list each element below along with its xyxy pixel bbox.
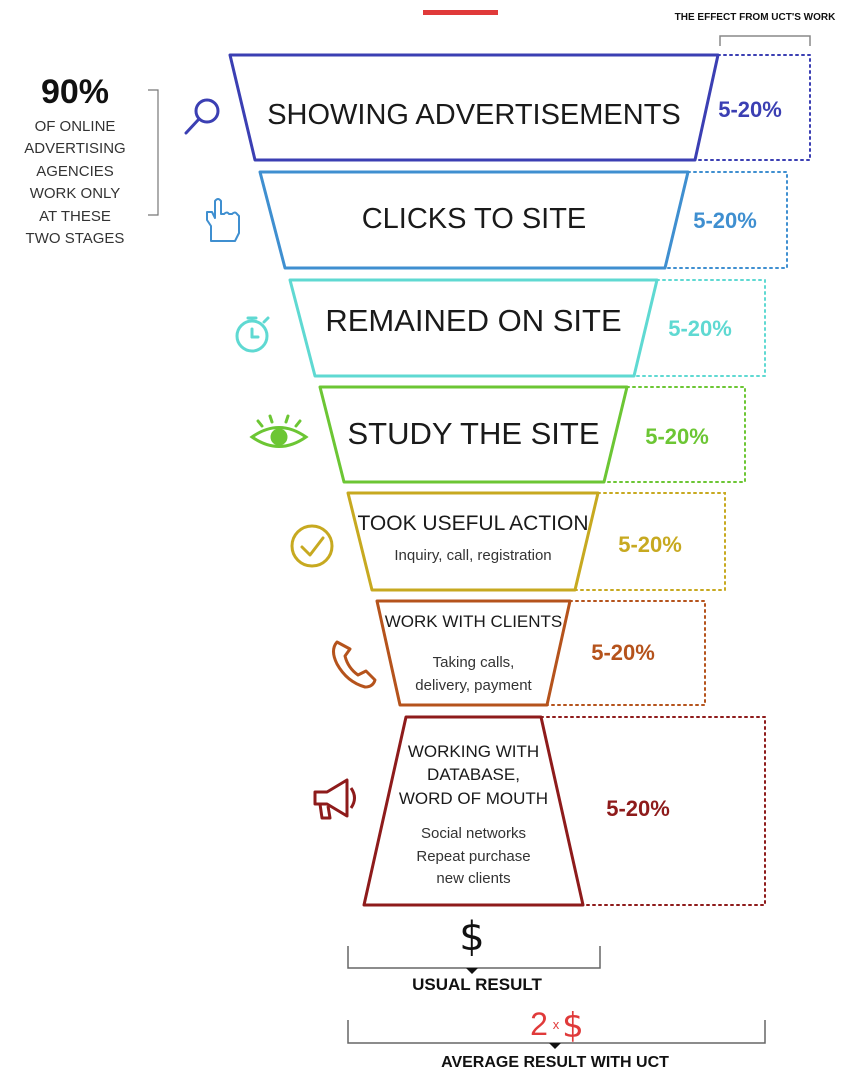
effect-dotted-bracket <box>540 716 766 906</box>
side-note-bracket <box>148 89 159 216</box>
usual-result-symbol: $ <box>459 914 484 960</box>
funnel-stage: REMAINED ON SITE 5-20% <box>288 278 766 378</box>
stage-title: WORK WITH CLIENTS <box>385 612 563 631</box>
effect-dotted-bracket <box>633 279 766 377</box>
stage-title: WORKING WITH <box>408 742 539 761</box>
side-note: 90% OF ONLINE ADVERTISING AGENCIES WORK … <box>24 73 159 247</box>
eye-icon <box>249 414 309 448</box>
top-accent-bar <box>423 10 498 15</box>
uct-result-multiplier: 2 <box>530 1006 548 1042</box>
megaphone-icon <box>313 778 356 820</box>
funnel-stage: CLICKS TO SITE 5-20% <box>258 170 788 270</box>
stage-title: REMAINED ON SITE <box>325 303 621 338</box>
usual-result-label: USUAL RESULT <box>412 975 542 994</box>
uct-result-label: AVERAGE RESULT WITH UCT <box>441 1054 669 1071</box>
stage-effect-percent: 5-20% <box>668 316 732 341</box>
funnel-stage: WORK WITH CLIENTS Taking calls, delivery, … <box>375 599 706 707</box>
side-note-percent: 90% <box>41 73 109 111</box>
effect-dotted-bracket <box>694 54 811 161</box>
stage-title: STUDY THE SITE <box>347 416 599 451</box>
magnifier-icon <box>184 98 220 135</box>
stopwatch-icon <box>235 316 270 353</box>
side-note-line: OF ONLINE <box>35 118 116 135</box>
stage-subtitle: delivery, payment <box>415 677 532 694</box>
stage-subtitle: Taking calls, <box>433 654 515 671</box>
effect-dotted-bracket <box>546 600 706 706</box>
funnel-stage-shape <box>258 170 690 270</box>
stage-subtitle: Inquiry, call, registration <box>394 547 551 564</box>
effect-header-bracket <box>719 35 811 46</box>
side-note-line: TWO STAGES <box>26 230 125 247</box>
funnel-stage: TOOK USEFUL ACTION Inquiry, call, registr… <box>346 491 726 592</box>
uct-result-x: x <box>553 1017 560 1032</box>
stage-effect-percent: 5-20% <box>693 208 757 233</box>
stage-title: TOOK USEFUL ACTION <box>357 512 588 535</box>
funnel-stage: SHOWING ADVERTISEMENTS 5-20% <box>228 53 811 162</box>
funnel-stage: STUDY THE SITE 5-20% <box>318 385 746 484</box>
stage-title: CLICKS TO SITE <box>362 203 587 235</box>
stage-title: WORD OF MOUTH <box>399 789 548 808</box>
check-circle-icon <box>290 524 334 568</box>
pointer-hand-icon <box>206 198 240 242</box>
effect-dotted-bracket <box>574 492 726 591</box>
stage-subtitle: Repeat purchase <box>416 848 530 865</box>
phone-icon <box>332 640 377 689</box>
funnel-stage-shape <box>346 491 600 592</box>
uct-result-symbol: $ <box>562 1006 584 1046</box>
stage-effect-percent: 5-20% <box>645 424 709 449</box>
stage-subtitle: new clients <box>436 870 510 887</box>
side-note-line: ADVERTISING <box>24 140 125 157</box>
funnel-stage: WORKING WITH DATABASE, WORD OF MOUTH Social… <box>362 715 766 907</box>
usual-result-pointer <box>466 968 478 974</box>
uct-result: 2 x $ AVERAGE RESULT WITH UCT <box>347 1006 766 1071</box>
uct-result-pointer <box>549 1043 561 1049</box>
stage-title: DATABASE, <box>427 765 520 784</box>
funnel-stage-shape <box>362 715 585 907</box>
side-note-line: AGENCIES <box>36 163 114 180</box>
side-note-line: AT THESE <box>39 208 111 225</box>
usual-result: $ USUAL RESULT <box>347 914 601 994</box>
side-note-line: WORK ONLY <box>30 185 121 202</box>
funnel-stage-shape <box>288 278 659 378</box>
funnel-stage-shape <box>228 53 720 162</box>
stage-effect-percent: 5-20% <box>618 532 682 557</box>
stage-effect-percent: 5-20% <box>718 97 782 122</box>
effect-header: THE EFFECT FROM UCT'S WORK <box>675 12 836 23</box>
funnel-stage-shape <box>318 385 629 484</box>
effect-dotted-bracket <box>664 171 788 269</box>
stage-effect-percent: 5-20% <box>606 796 670 821</box>
stage-subtitle: Social networks <box>421 825 526 842</box>
stage-title: SHOWING ADVERTISEMENTS <box>267 99 681 131</box>
stage-effect-percent: 5-20% <box>591 640 655 665</box>
effect-dotted-bracket <box>603 386 746 483</box>
